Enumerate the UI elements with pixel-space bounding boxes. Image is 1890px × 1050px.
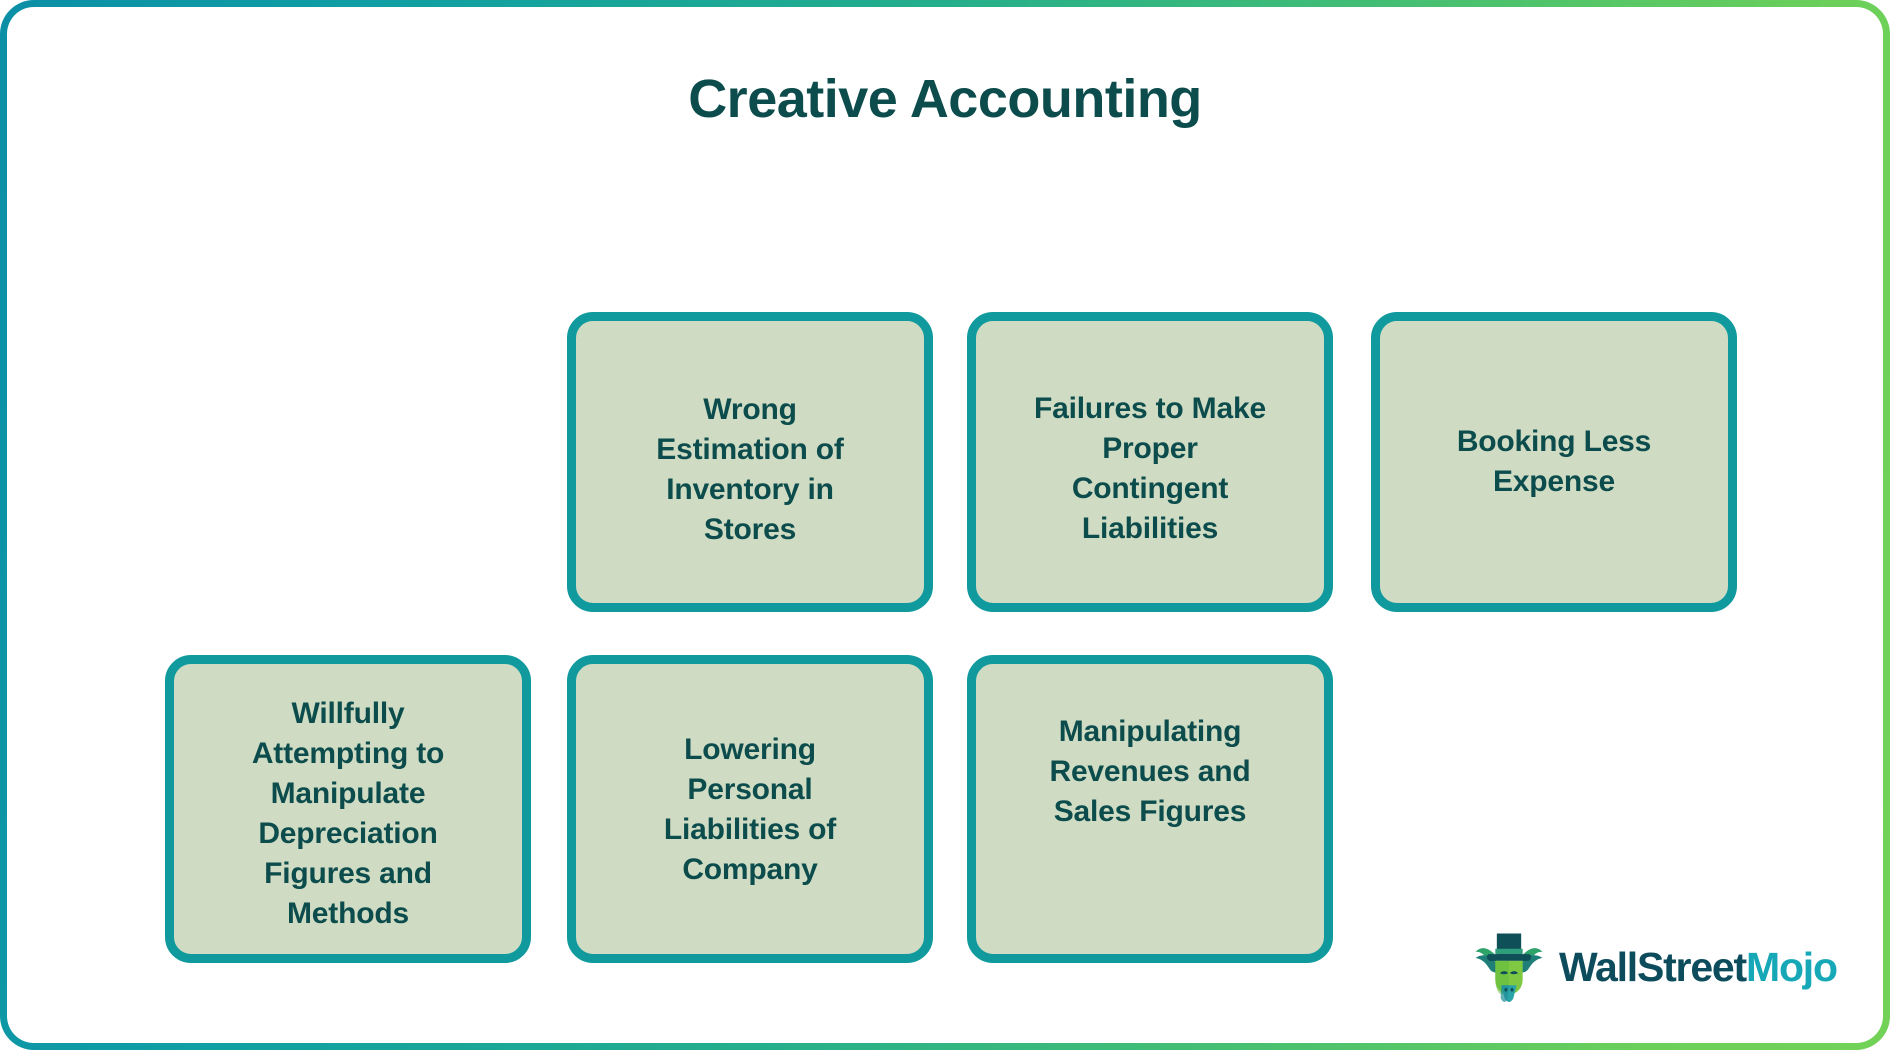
card-manipulating-revenues-and-sales-figures[interactable]: Manipulating Revenues and Sales Figures <box>967 655 1333 963</box>
card-label: Manipulating Revenues and Sales Figures <box>1049 715 1251 828</box>
logo-wordmark: WallStreetMojo <box>1559 943 1838 990</box>
page-title: Creative Accounting <box>688 69 1202 129</box>
bull-with-top-hat-icon <box>1475 933 1543 1002</box>
wallstreetmojo-logo[interactable]: WallStreetMojo <box>1471 929 1838 1005</box>
card-failures-to-make-proper-contingent-liabilities[interactable]: Failures to Make Proper Contingent Liabi… <box>967 312 1333 612</box>
card-label: Lowering Personal Liabilities of Company <box>663 733 837 886</box>
logo-wordmark-secondary: Mojo <box>1745 943 1838 990</box>
card-lowering-personal-liabilities-of-company[interactable]: Lowering Personal Liabilities of Company <box>567 655 933 963</box>
card-label: Willfully Attempting to Manipulate Depre… <box>251 697 445 930</box>
card-wrong-estimation-of-inventory-in-stores[interactable]: Wrong Estimation of Inventory in Stores <box>567 312 933 612</box>
card-willfully-attempting-to-manipulate-depreciation-figures-and-methods[interactable]: Willfully Attempting to Manipulate Depre… <box>165 655 531 963</box>
card-label: Wrong Estimation of Inventory in Stores <box>656 393 844 546</box>
card-label: Booking Less Expense <box>1456 425 1652 498</box>
card-booking-less-expense[interactable]: Booking Less Expense <box>1371 312 1737 612</box>
logo-wordmark-primary: WallStreet <box>1559 943 1747 990</box>
card-label: Failures to Make Proper Contingent Liabi… <box>1034 392 1266 545</box>
